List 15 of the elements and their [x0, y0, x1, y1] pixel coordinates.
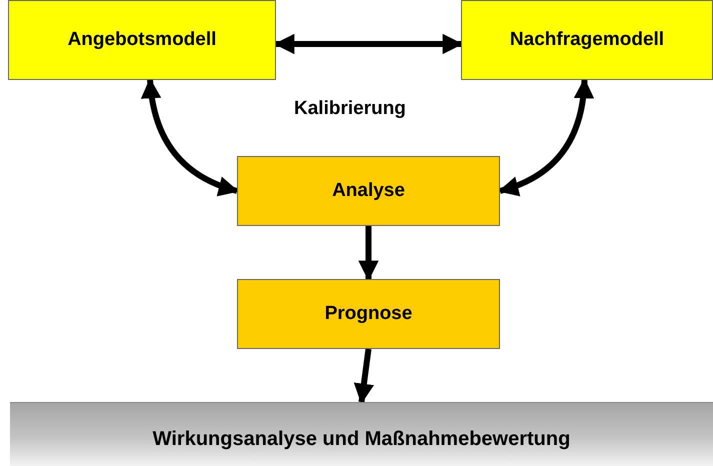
process-box [237, 156, 500, 226]
arrow [354, 348, 374, 404]
annotation-text: Kalibrierung [294, 98, 406, 120]
node-label: Wirkungsanalyse und Maßnahmebewertung [152, 428, 570, 451]
arrow [498, 78, 594, 196]
arrow [358, 226, 379, 282]
node-label: Analyse [332, 180, 405, 202]
result-band [10, 402, 713, 466]
process-box [237, 279, 500, 349]
process-box [461, 0, 713, 80]
arrow [142, 78, 239, 196]
node-label: Prognose [324, 303, 412, 325]
node-label: Angebotsmodell [68, 29, 216, 51]
process-box [8, 0, 276, 80]
node-label: Nachfragemodell [510, 29, 664, 51]
